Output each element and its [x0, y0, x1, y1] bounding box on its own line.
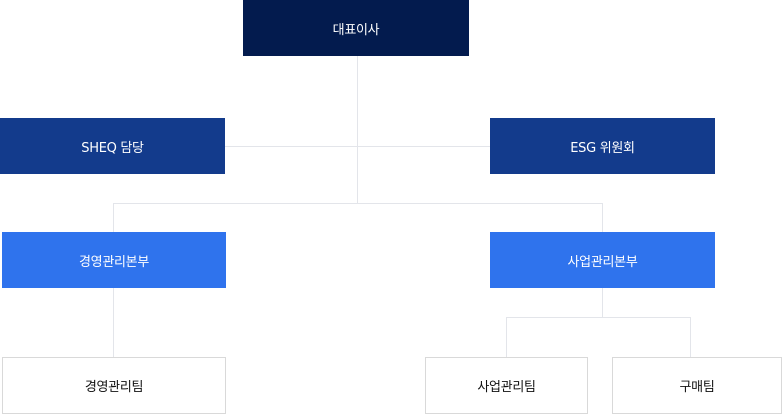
- connector-mgmt-division-drop: [113, 203, 114, 232]
- ceo-label: 대표이사: [332, 22, 380, 38]
- biz-team-box: 사업관리팀: [425, 357, 588, 414]
- biz-division-box: 사업관리본부: [490, 232, 715, 288]
- mgmt-division-box: 경영관리본부: [2, 232, 226, 288]
- connector-teams-horizontal: [506, 317, 691, 318]
- biz-division-label: 사업관리본부: [567, 254, 638, 270]
- sheq-box: SHEQ 담당: [0, 118, 225, 174]
- connector-staff-horizontal: [225, 146, 490, 147]
- ceo-box: 대표이사: [243, 0, 469, 56]
- esg-committee-box: ESG 위원회: [490, 118, 715, 174]
- mgmt-division-label: 경영관리본부: [79, 254, 149, 270]
- connector-ceo-trunk: [357, 56, 358, 203]
- biz-team-label: 사업관리팀: [477, 380, 536, 395]
- connector-biz-teams-trunk: [602, 288, 603, 317]
- sheq-label: SHEQ 담당: [81, 140, 144, 156]
- mgmt-team-box: 경영관리팀: [2, 357, 226, 414]
- connector-purchase-team-drop: [690, 317, 691, 357]
- connector-mgmt-team-drop: [113, 288, 114, 357]
- mgmt-team-label: 경영관리팀: [84, 380, 144, 395]
- connector-division-horizontal: [113, 203, 603, 204]
- connector-biz-team-drop: [506, 317, 507, 357]
- purchase-team-label: 구매팀: [679, 380, 715, 395]
- connector-biz-division-drop: [602, 203, 603, 232]
- purchase-team-box: 구매팀: [612, 357, 782, 414]
- esg-committee-label: ESG 위원회: [570, 140, 635, 156]
